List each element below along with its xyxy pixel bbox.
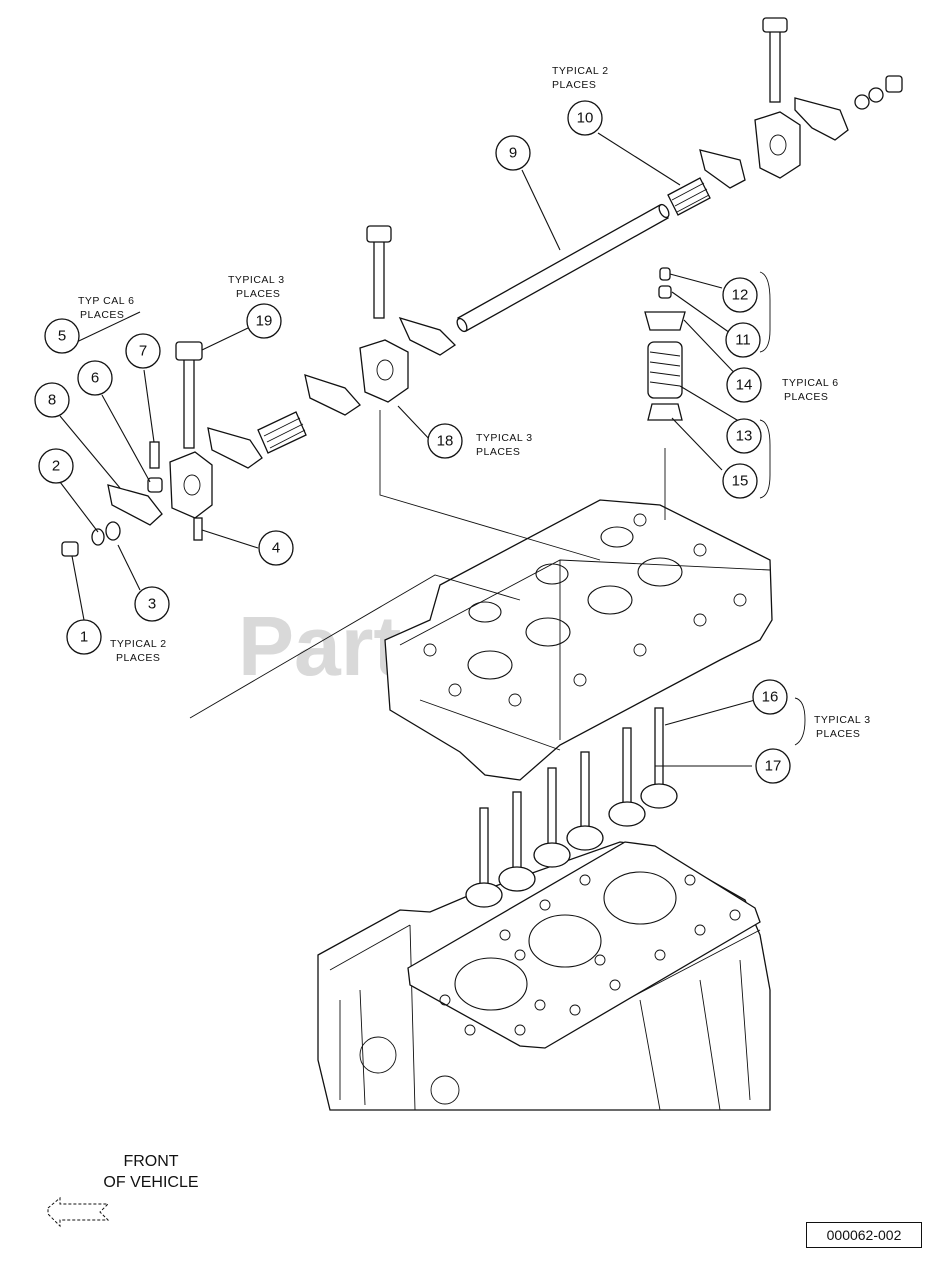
svg-text:1: 1 xyxy=(80,629,88,646)
drawing-code-box: 000062-002 xyxy=(806,1222,922,1248)
left-rocker-group xyxy=(61,341,213,557)
callout-11: 11 xyxy=(725,322,761,358)
svg-text:9: 9 xyxy=(509,145,517,162)
svg-text:14: 14 xyxy=(736,377,753,394)
callout-9: 9 xyxy=(495,135,531,171)
callout-12: 12 xyxy=(722,277,758,313)
svg-text:PLACES: PLACES xyxy=(552,79,596,91)
callout-6: 6 xyxy=(77,360,113,396)
callout-2: 2 xyxy=(38,448,74,484)
callout-8: 8 xyxy=(34,382,70,418)
valves xyxy=(465,707,678,908)
svg-text:17: 17 xyxy=(765,758,782,775)
front-label-line-1: FRONT xyxy=(123,1153,178,1170)
note-typical-3-left: TYPICAL 3 PLACES xyxy=(228,274,285,300)
svg-text:6: 6 xyxy=(91,370,99,387)
svg-text:TYPICAL 3: TYPICAL 3 xyxy=(476,432,533,444)
note-typical-6-left: TYP CAL 6 PLACES xyxy=(78,295,134,321)
callout-17: 17 xyxy=(755,748,791,784)
front-arrow-icon xyxy=(47,1196,110,1228)
svg-text:4: 4 xyxy=(272,540,280,557)
svg-text:5: 5 xyxy=(58,328,66,345)
callout-16: 16 xyxy=(752,679,788,715)
valve-spring-stack xyxy=(644,267,686,421)
note-typical-3-mid: TYPICAL 3 PLACES xyxy=(476,432,533,458)
svg-text:TYPICAL 2: TYPICAL 2 xyxy=(110,638,167,650)
callout-14: 14 xyxy=(726,367,762,403)
svg-text:PLACES: PLACES xyxy=(116,652,160,664)
callout-18: 18 xyxy=(427,423,463,459)
head-gasket xyxy=(407,841,761,1049)
right-rocker-group xyxy=(667,17,903,216)
drawing-code: 000062-002 xyxy=(826,1227,902,1243)
callout-5: 5 xyxy=(44,318,80,354)
leader-lines xyxy=(59,132,756,767)
svg-text:10: 10 xyxy=(577,110,594,127)
svg-text:16: 16 xyxy=(762,689,779,706)
cylinder-head xyxy=(384,499,773,781)
svg-text:3: 3 xyxy=(148,596,156,613)
callout-3: 3 xyxy=(134,586,170,622)
note-typical-2-top: TYPICAL 2 PLACES xyxy=(552,65,609,91)
svg-text:13: 13 xyxy=(736,428,753,445)
callout-1: 1 xyxy=(66,619,102,655)
svg-text:PLACES: PLACES xyxy=(816,728,860,740)
svg-text:PLACES: PLACES xyxy=(236,288,280,300)
svg-text:18: 18 xyxy=(437,433,454,450)
svg-text:11: 11 xyxy=(735,332,751,349)
svg-text:TYPICAL 2: TYPICAL 2 xyxy=(552,65,609,77)
group-brackets xyxy=(759,271,806,746)
callout-4: 4 xyxy=(258,530,294,566)
reference-lines xyxy=(189,410,666,719)
svg-text:TYPICAL 6: TYPICAL 6 xyxy=(782,377,839,389)
svg-text:TYPICAL 3: TYPICAL 3 xyxy=(814,714,871,726)
middle-rocker-group xyxy=(207,225,457,469)
callout-13: 13 xyxy=(726,418,762,454)
callout-19: 19 xyxy=(246,303,282,339)
svg-text:TYPICAL 3: TYPICAL 3 xyxy=(228,274,285,286)
svg-text:PLACES: PLACES xyxy=(784,391,828,403)
svg-text:PLACES: PLACES xyxy=(80,309,124,321)
svg-text:7: 7 xyxy=(139,343,147,360)
callout-7: 7 xyxy=(125,333,161,369)
svg-text:19: 19 xyxy=(256,313,273,330)
note-typical-3-right: TYPICAL 3 PLACES xyxy=(814,714,871,740)
svg-text:15: 15 xyxy=(732,473,749,490)
note-typical-6-right: TYPICAL 6 PLACES xyxy=(782,377,839,403)
svg-text:TYP CAL 6: TYP CAL 6 xyxy=(78,295,134,307)
svg-text:2: 2 xyxy=(52,458,60,475)
front-label-line-2: OF VEHICLE xyxy=(103,1174,198,1191)
front-indicator: FRONT OF VEHICLE xyxy=(47,1153,199,1228)
note-typical-2-bottom: TYPICAL 2 PLACES xyxy=(110,638,167,664)
callout-10: 10 xyxy=(567,100,603,136)
callout-15: 15 xyxy=(722,463,758,499)
svg-text:PLACES: PLACES xyxy=(476,446,520,458)
svg-text:12: 12 xyxy=(732,287,749,304)
svg-text:8: 8 xyxy=(48,392,56,409)
rocker-shaft xyxy=(456,203,670,333)
